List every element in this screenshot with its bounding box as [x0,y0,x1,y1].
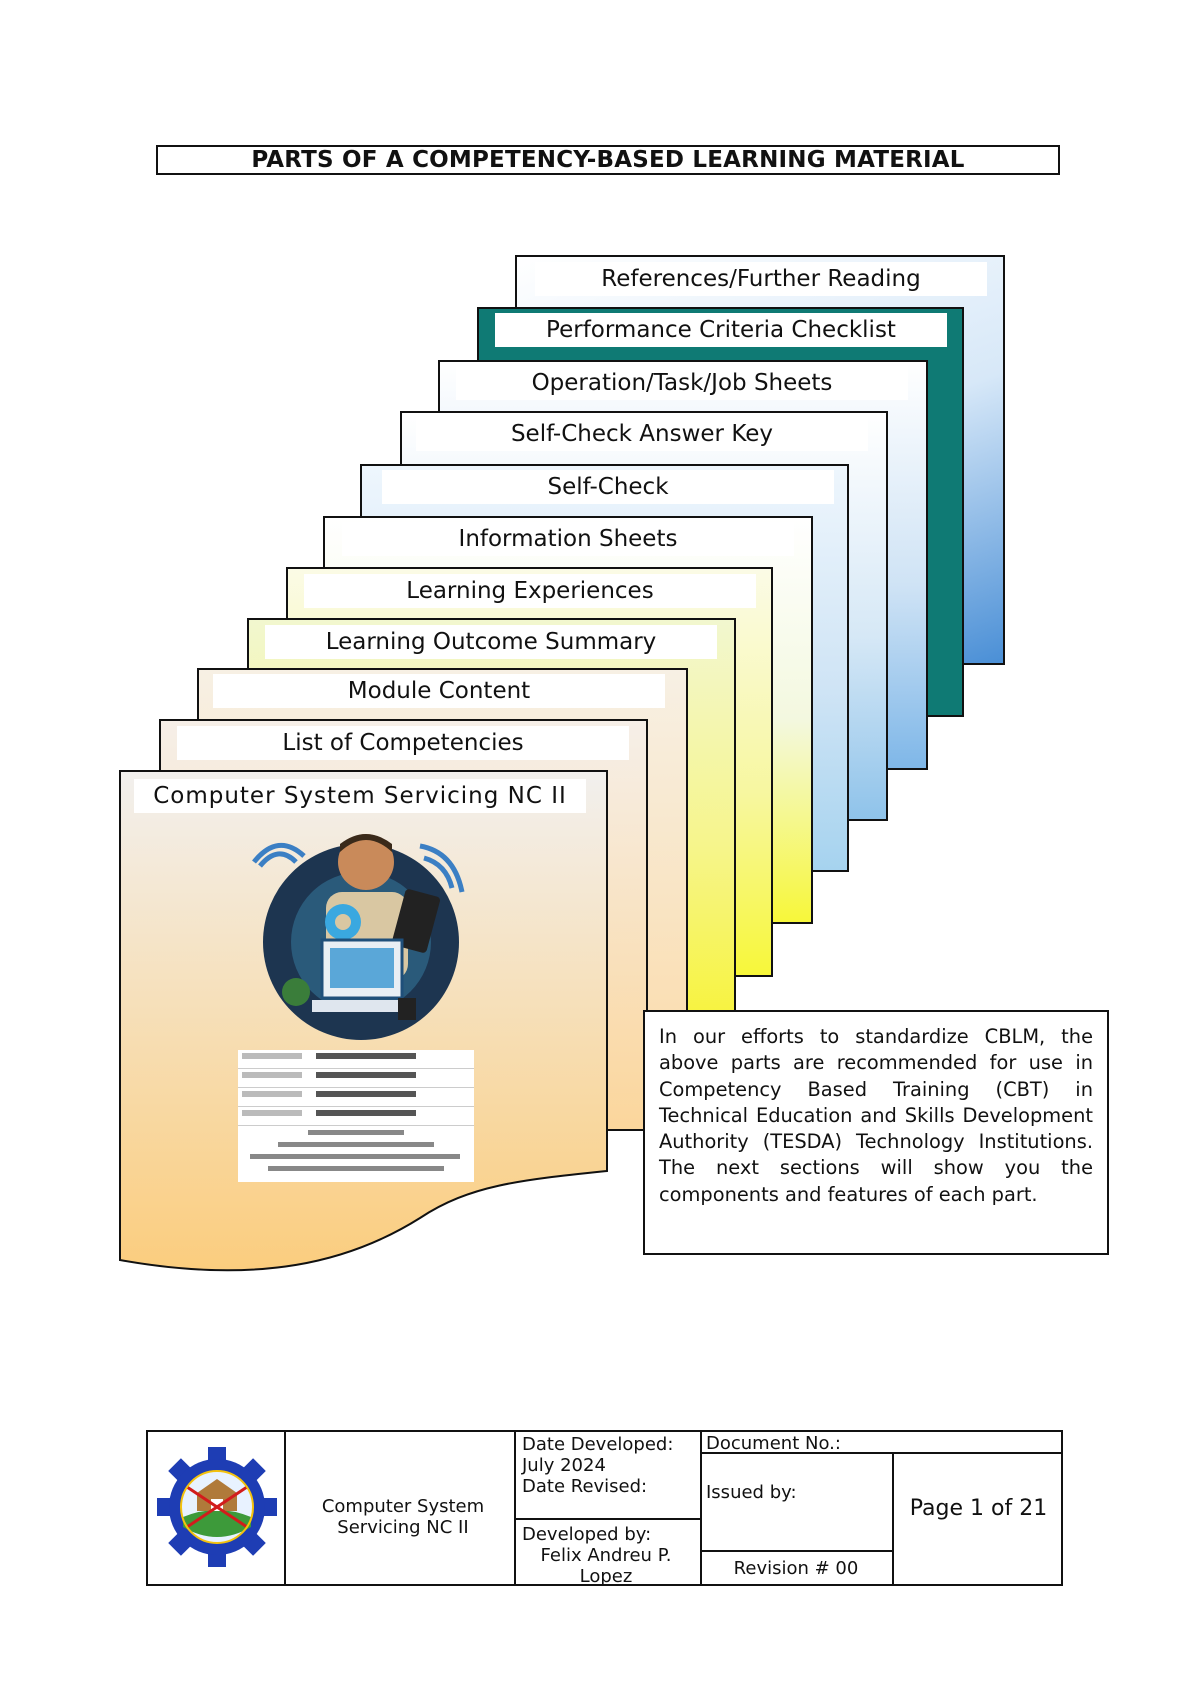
sheet-label: Self-Check [382,470,834,504]
technician-illustration [252,834,465,1040]
date-revised-label: Date Revised: [522,1476,648,1497]
document-footer-table: Computer System Servicing NC II Date Dev… [146,1430,1063,1587]
cover-info-table [238,1050,474,1182]
date-developed-label: Date Developed: [522,1434,674,1455]
date-developed-value: July 2024 [522,1455,606,1476]
sheet-label: Learning Experiences [304,574,756,608]
sheet-label: Performance Criteria Checklist [495,313,947,347]
footer-course-name: Computer System Servicing NC II [321,1496,485,1538]
cover-title: Computer System Servicing NC II [134,779,586,813]
institution-logo [157,1447,277,1567]
page-title: PARTS OF A COMPETENCY-BASED LEARNING MAT… [156,145,1060,175]
sheet-label: Information Sheets [342,522,794,556]
sheet-label: List of Competencies [177,726,629,760]
sheet-label: Operation/Task/Job Sheets [456,366,908,400]
page-number: Page 1 of 21 [909,1496,1048,1521]
revision-number: Revision # 00 [733,1558,859,1579]
sheet-label: Module Content [213,674,665,708]
document-no-label: Document No.: [706,1433,841,1454]
developed-by-label: Developed by: [522,1524,652,1545]
sheet-label: Learning Outcome Summary [265,625,717,659]
cblm-description-callout: In our efforts to standardize CBLM, the … [643,1010,1109,1255]
issued-by-label: Issued by: [706,1482,797,1503]
developed-by-value: Felix Andreu P. Lopez [540,1545,672,1587]
sheet-label: Self-Check Answer Key [416,417,868,451]
sheet-label: References/Further Reading [535,262,987,296]
